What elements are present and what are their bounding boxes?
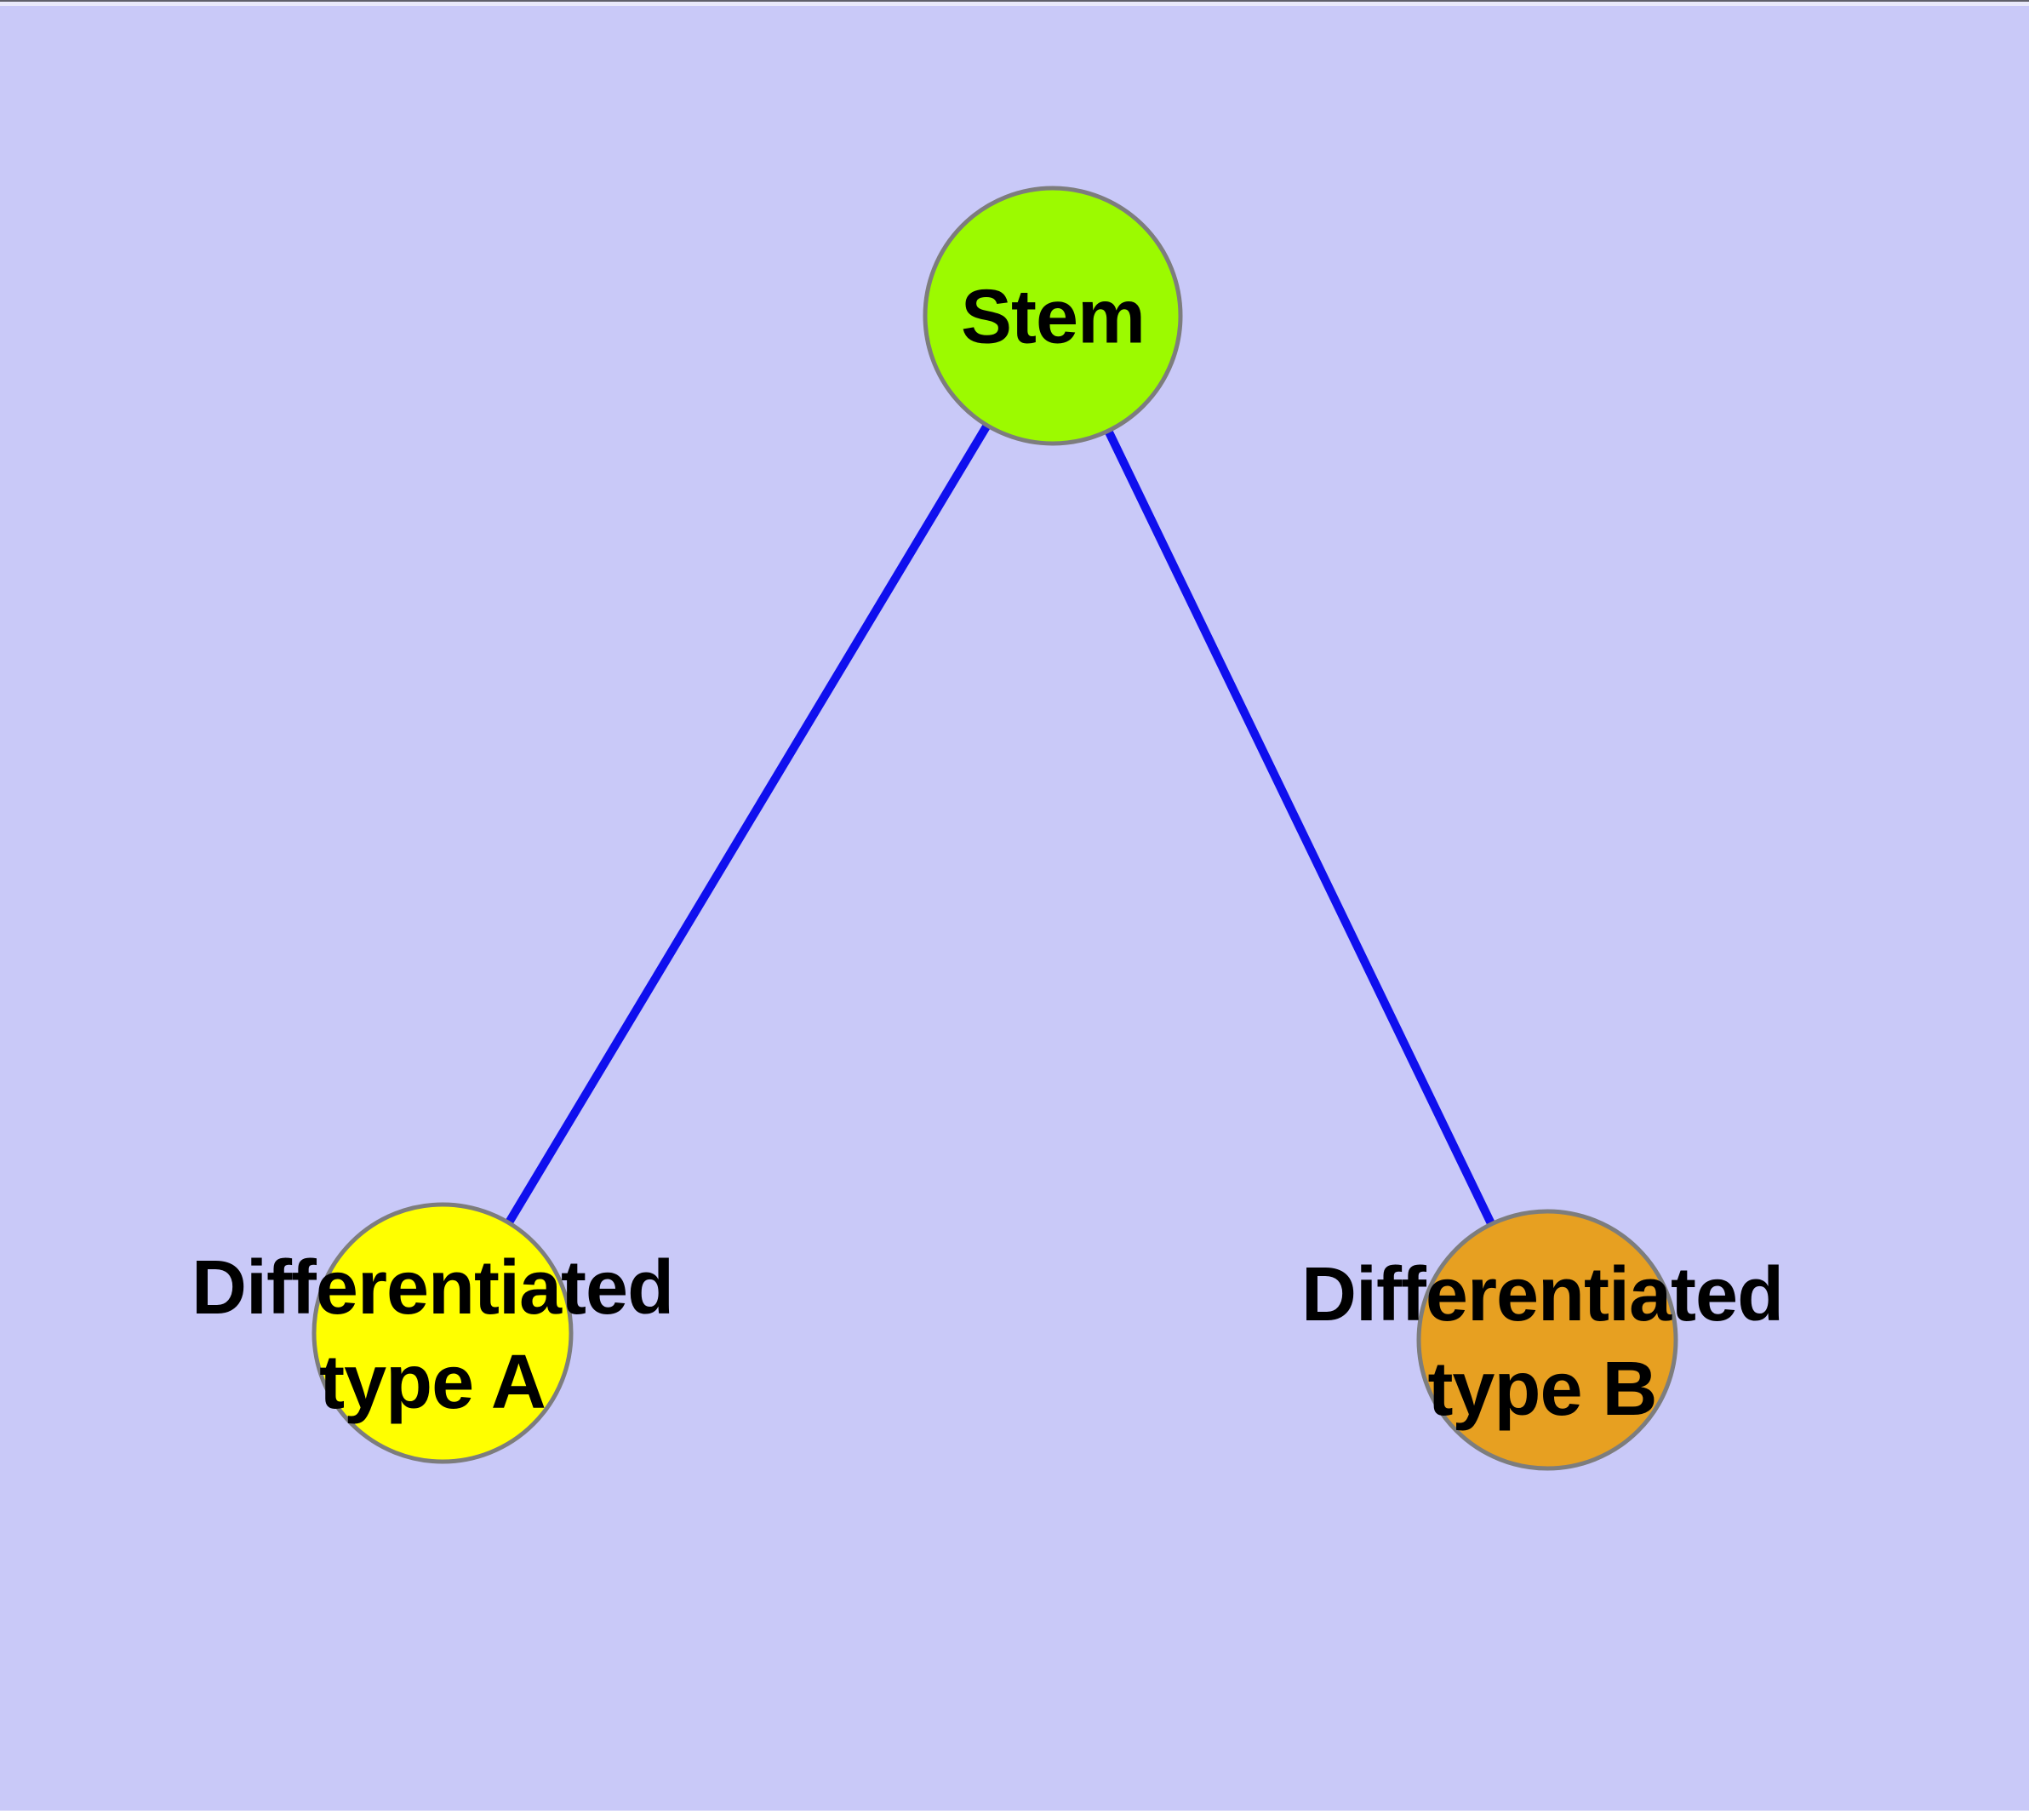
- edge-stem-to-type-b: [1049, 313, 1552, 1342]
- node-type-b-label-line1: Differentiated: [1300, 1252, 1784, 1337]
- graph-svg: [311, 186, 1678, 1471]
- node-type-b-label-line2: type B: [1427, 1347, 1657, 1432]
- node-type-a-label-line1: Differentiated: [191, 1245, 674, 1331]
- graph-canvas: Stem Differentiated type A Differentiate…: [0, 6, 2029, 1811]
- node-differentiated-type-b-label: Differentiated type B: [1300, 1248, 1784, 1437]
- node-differentiated-type-a-label: Differentiated type A: [191, 1241, 674, 1430]
- node-type-a-label-line2: type A: [319, 1340, 546, 1425]
- node-stem-circle: [923, 186, 1183, 446]
- node-stem-label: Stem: [960, 271, 1146, 365]
- edge-stem-to-type-a: [438, 313, 1057, 1336]
- node-differentiated-type-b-circle: [1416, 1209, 1678, 1471]
- node-differentiated-type-a-circle: [311, 1202, 574, 1464]
- window-top-edge: [0, 0, 2029, 6]
- node-stem-label-text: Stem: [960, 274, 1146, 360]
